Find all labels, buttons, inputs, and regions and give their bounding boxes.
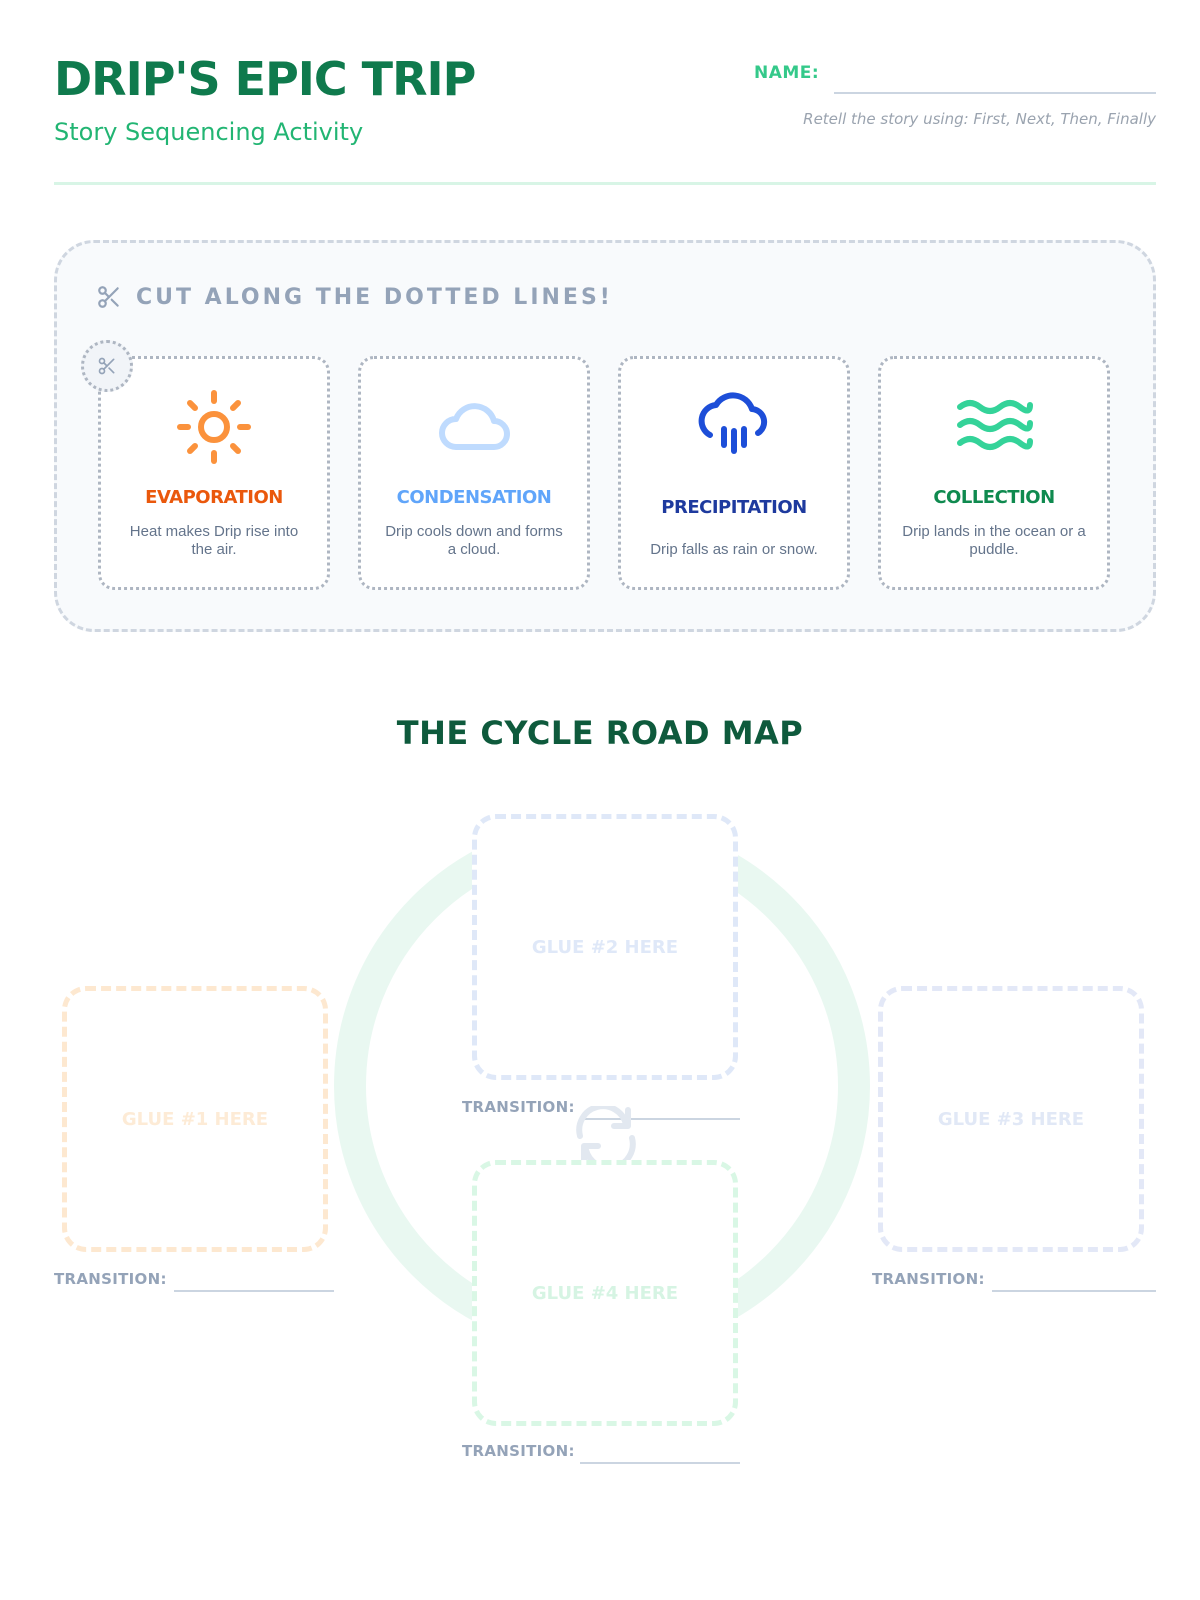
card-precipitation[interactable]: PRECIPITATION Drip falls as rain or snow… <box>618 356 850 590</box>
card-evaporation[interactable]: EVAPORATION Heat makes Drip rise into th… <box>98 356 330 590</box>
card-description: Drip cools down and forms a cloud. <box>385 523 563 558</box>
transition-field-2[interactable] <box>580 1118 740 1120</box>
card-collection[interactable]: COLLECTION Drip lands in the ocean or a … <box>878 356 1110 590</box>
glue-box-2[interactable]: GLUE #2 HERE <box>472 814 738 1080</box>
card-description: Drip lands in the ocean or a puddle. <box>902 523 1086 558</box>
card-title: COLLECTION <box>933 487 1055 508</box>
glue-box-1[interactable]: GLUE #1 HERE <box>62 986 328 1252</box>
waves-icon <box>957 400 1033 450</box>
transition-field-4[interactable] <box>580 1462 740 1464</box>
cut-heading-text: CUT ALONG THE DOTTED LINES! <box>136 284 613 310</box>
transition-label-1: TRANSITION: <box>54 1270 167 1288</box>
card-title: CONDENSATION <box>396 487 552 508</box>
page-subtitle: Story Sequencing Activity <box>54 118 364 146</box>
cloud-icon <box>439 403 510 450</box>
transition-label-4: TRANSITION: <box>462 1442 575 1460</box>
card-title: EVAPORATION <box>145 487 283 508</box>
card-description: Drip falls as rain or snow. <box>650 541 818 558</box>
transition-label-2: TRANSITION: <box>462 1098 575 1116</box>
scissors-badge <box>81 340 133 392</box>
card-title: PRECIPITATION <box>661 497 807 518</box>
card-condensation[interactable]: CONDENSATION Drip cools down and forms a… <box>358 356 590 590</box>
card-description: Heat makes Drip rise into the air. <box>129 523 299 558</box>
page-title: DRIP'S EPIC TRIP <box>54 52 476 106</box>
instruction-hint: Retell the story using: First, Next, The… <box>803 110 1156 128</box>
refresh-icon <box>576 1106 636 1166</box>
transition-label-3: TRANSITION: <box>872 1270 985 1288</box>
rain-cloud-icon <box>698 392 768 454</box>
scissors-icon <box>98 286 119 308</box>
scissors-icon <box>98 357 115 375</box>
name-field[interactable] <box>834 92 1156 94</box>
glue-box-3[interactable]: GLUE #3 HERE <box>878 986 1144 1252</box>
road-map-title: THE CYCLE ROAD MAP <box>396 714 804 752</box>
name-label: NAME: <box>754 63 820 83</box>
transition-field-3[interactable] <box>992 1290 1156 1292</box>
sun-icon <box>177 390 251 464</box>
glue-box-4[interactable]: GLUE #4 HERE <box>472 1160 738 1426</box>
transition-field-1[interactable] <box>174 1290 334 1292</box>
cut-heading: CUT ALONG THE DOTTED LINES! <box>96 284 613 310</box>
header-divider <box>54 182 1156 185</box>
